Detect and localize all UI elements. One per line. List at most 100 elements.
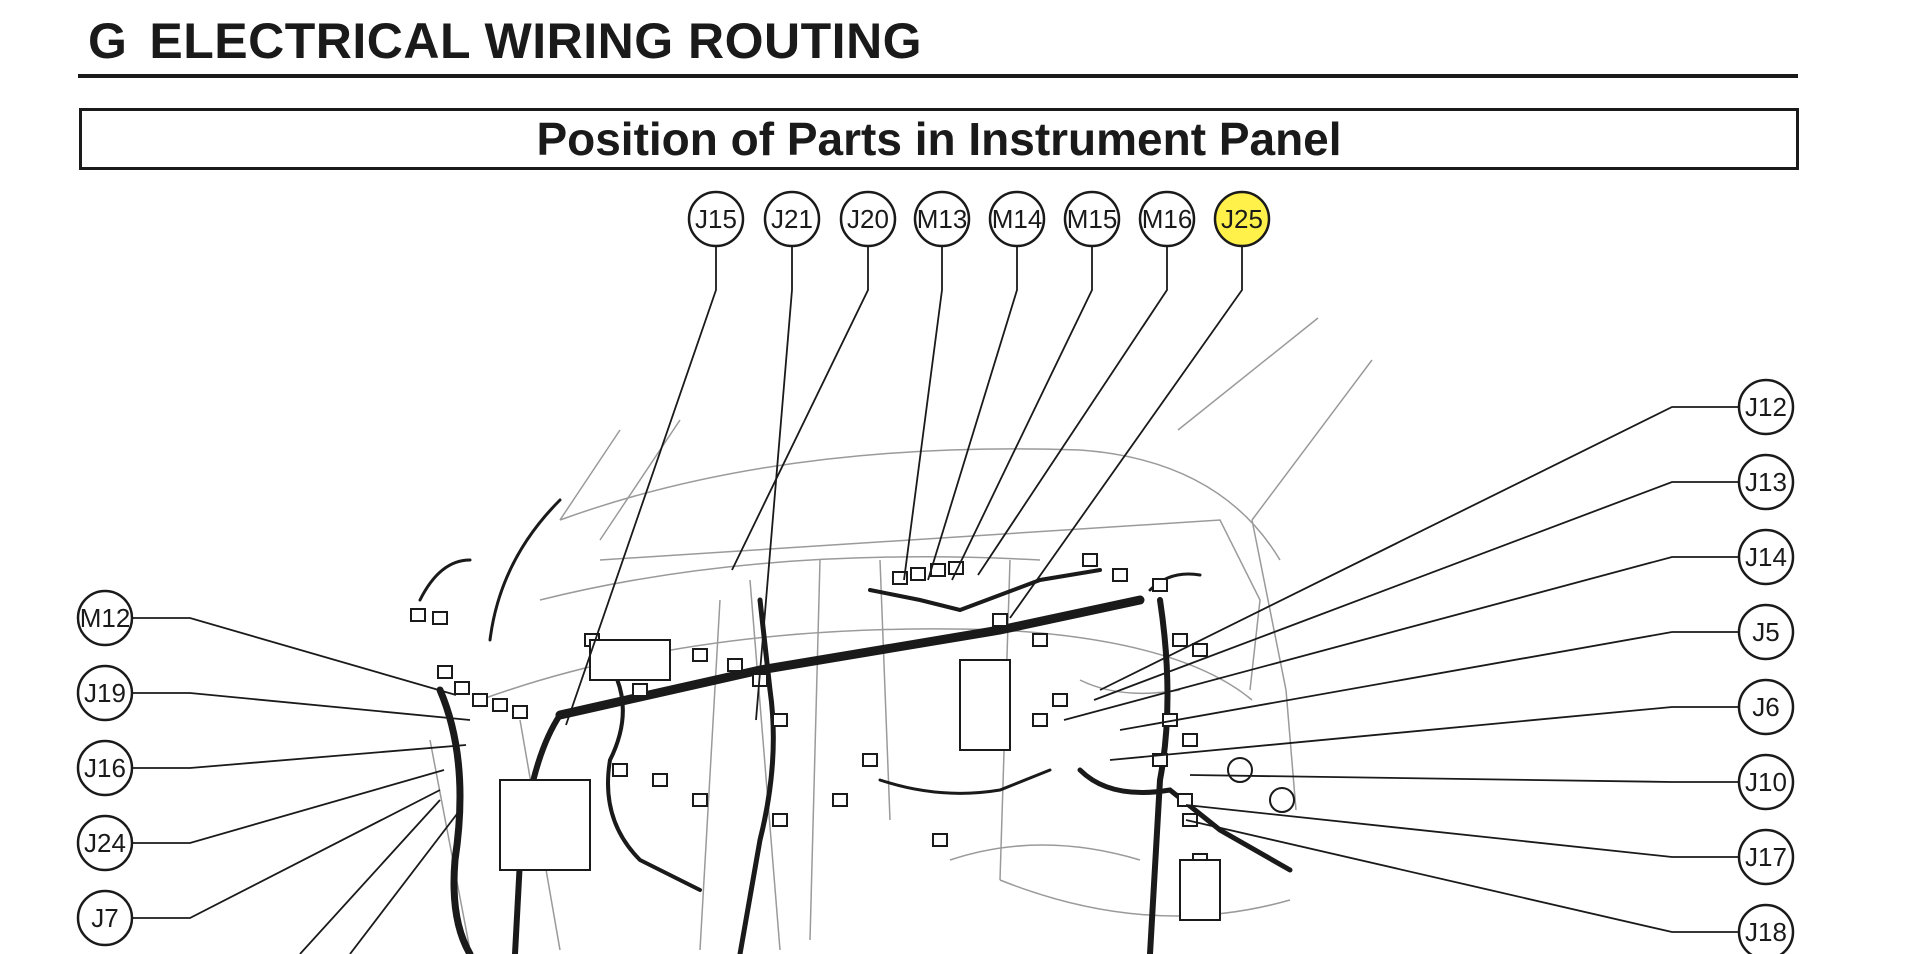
grommet — [1227, 757, 1253, 783]
connector — [772, 713, 788, 727]
callout-j24: J24 — [76, 814, 134, 872]
connector — [612, 763, 628, 777]
callout-j16: J16 — [76, 739, 134, 797]
callout-circle — [76, 664, 134, 722]
callout-label: M15 — [1067, 204, 1118, 234]
leader-j17 — [1185, 804, 1739, 858]
leader-m16 — [977, 246, 1168, 576]
leader-j16 — [132, 744, 467, 769]
connector — [432, 611, 448, 625]
callout-j19: J19 — [76, 664, 134, 722]
junction-block — [499, 779, 591, 871]
connector — [1192, 643, 1208, 657]
leader-j10 — [1189, 774, 1739, 783]
connector — [632, 683, 648, 697]
connector — [992, 613, 1008, 627]
callout-circle — [839, 190, 897, 248]
connector — [892, 571, 908, 585]
callout-circle — [76, 889, 134, 947]
callout-circle — [1063, 190, 1121, 248]
connector — [692, 793, 708, 807]
section-letter: G — [88, 13, 128, 69]
callout-circle — [1737, 453, 1795, 511]
connector-block — [1179, 859, 1221, 921]
leader-m14 — [927, 246, 1018, 581]
callout-label: J15 — [695, 204, 737, 234]
leader-j18 — [1185, 819, 1739, 933]
callout-label: J13 — [1745, 467, 1787, 497]
leader-j7 — [132, 789, 441, 919]
connector — [437, 665, 453, 679]
connector — [1172, 633, 1188, 647]
callout-label: M14 — [992, 204, 1043, 234]
leader-j20 — [731, 246, 869, 571]
connector — [727, 658, 743, 672]
callout-circle — [1737, 828, 1795, 886]
callout-j18: J18 — [1737, 903, 1795, 954]
callout-circle — [1138, 190, 1196, 248]
leader-lines — [132, 246, 1739, 954]
leader-m12 — [132, 617, 457, 696]
connector — [1082, 553, 1098, 567]
connector — [652, 773, 668, 787]
connectors — [410, 553, 1295, 921]
callout-j14: J14 — [1737, 528, 1795, 586]
callout-circle — [76, 814, 134, 872]
connector — [1052, 693, 1068, 707]
callout-label: J7 — [91, 903, 118, 933]
callout-label: J24 — [84, 828, 126, 858]
callout-circle — [1737, 528, 1795, 586]
connector — [1152, 753, 1168, 767]
subtitle-box: Position of Parts in Instrument Panel — [79, 108, 1799, 170]
callout-label: J12 — [1745, 392, 1787, 422]
connector — [932, 833, 948, 847]
callout-circle — [76, 739, 134, 797]
callout-label: M16 — [1142, 204, 1193, 234]
leader-j24 — [132, 769, 445, 844]
section-heading: G ELECTRICAL WIRING ROUTING — [88, 10, 922, 72]
section-title: ELECTRICAL WIRING ROUTING — [149, 13, 923, 69]
callout-circle — [763, 190, 821, 248]
callout-j6: J6 — [1737, 678, 1795, 736]
leader-j12 — [1099, 406, 1739, 691]
callout-j21: J21 — [763, 190, 821, 248]
callout-circle — [1737, 378, 1795, 436]
connector — [1032, 633, 1048, 647]
callout-circle — [988, 190, 1046, 248]
callout-label: J18 — [1745, 917, 1787, 947]
leader-offpage — [299, 799, 441, 954]
junction-block — [589, 639, 671, 681]
leader-m13 — [903, 246, 943, 581]
callout-label: J14 — [1745, 542, 1787, 572]
connector — [512, 705, 528, 719]
connector — [832, 793, 848, 807]
callout-label: M12 — [80, 603, 131, 633]
callout-label: J21 — [771, 204, 813, 234]
callout-j10: J10 — [1737, 753, 1795, 811]
diagram-subtitle: Position of Parts in Instrument Panel — [536, 113, 1342, 165]
callout-m16: M16 — [1138, 190, 1196, 248]
leader-j21 — [755, 246, 793, 721]
leader-j14 — [1063, 556, 1739, 721]
connector — [1112, 568, 1128, 582]
callout-label: J10 — [1745, 767, 1787, 797]
leader-j19 — [132, 692, 471, 721]
leader-j13 — [1093, 481, 1739, 701]
leader-m15 — [951, 246, 1093, 581]
callout-m15: M15 — [1063, 190, 1121, 248]
leader-offpage — [349, 809, 461, 954]
connector — [910, 567, 926, 581]
connector — [692, 648, 708, 662]
callout-label: M13 — [917, 204, 968, 234]
leader-j5 — [1119, 631, 1739, 731]
leader-j15 — [565, 246, 717, 726]
callout-label: J17 — [1745, 842, 1787, 872]
callout-m12: M12 — [76, 589, 134, 647]
leader-j25 — [1009, 246, 1243, 619]
relay-block — [959, 659, 1011, 751]
callout-j5: J5 — [1737, 603, 1795, 661]
callout-j7: J7 — [76, 889, 134, 947]
title-rule — [78, 74, 1798, 78]
callout-m14: M14 — [988, 190, 1046, 248]
